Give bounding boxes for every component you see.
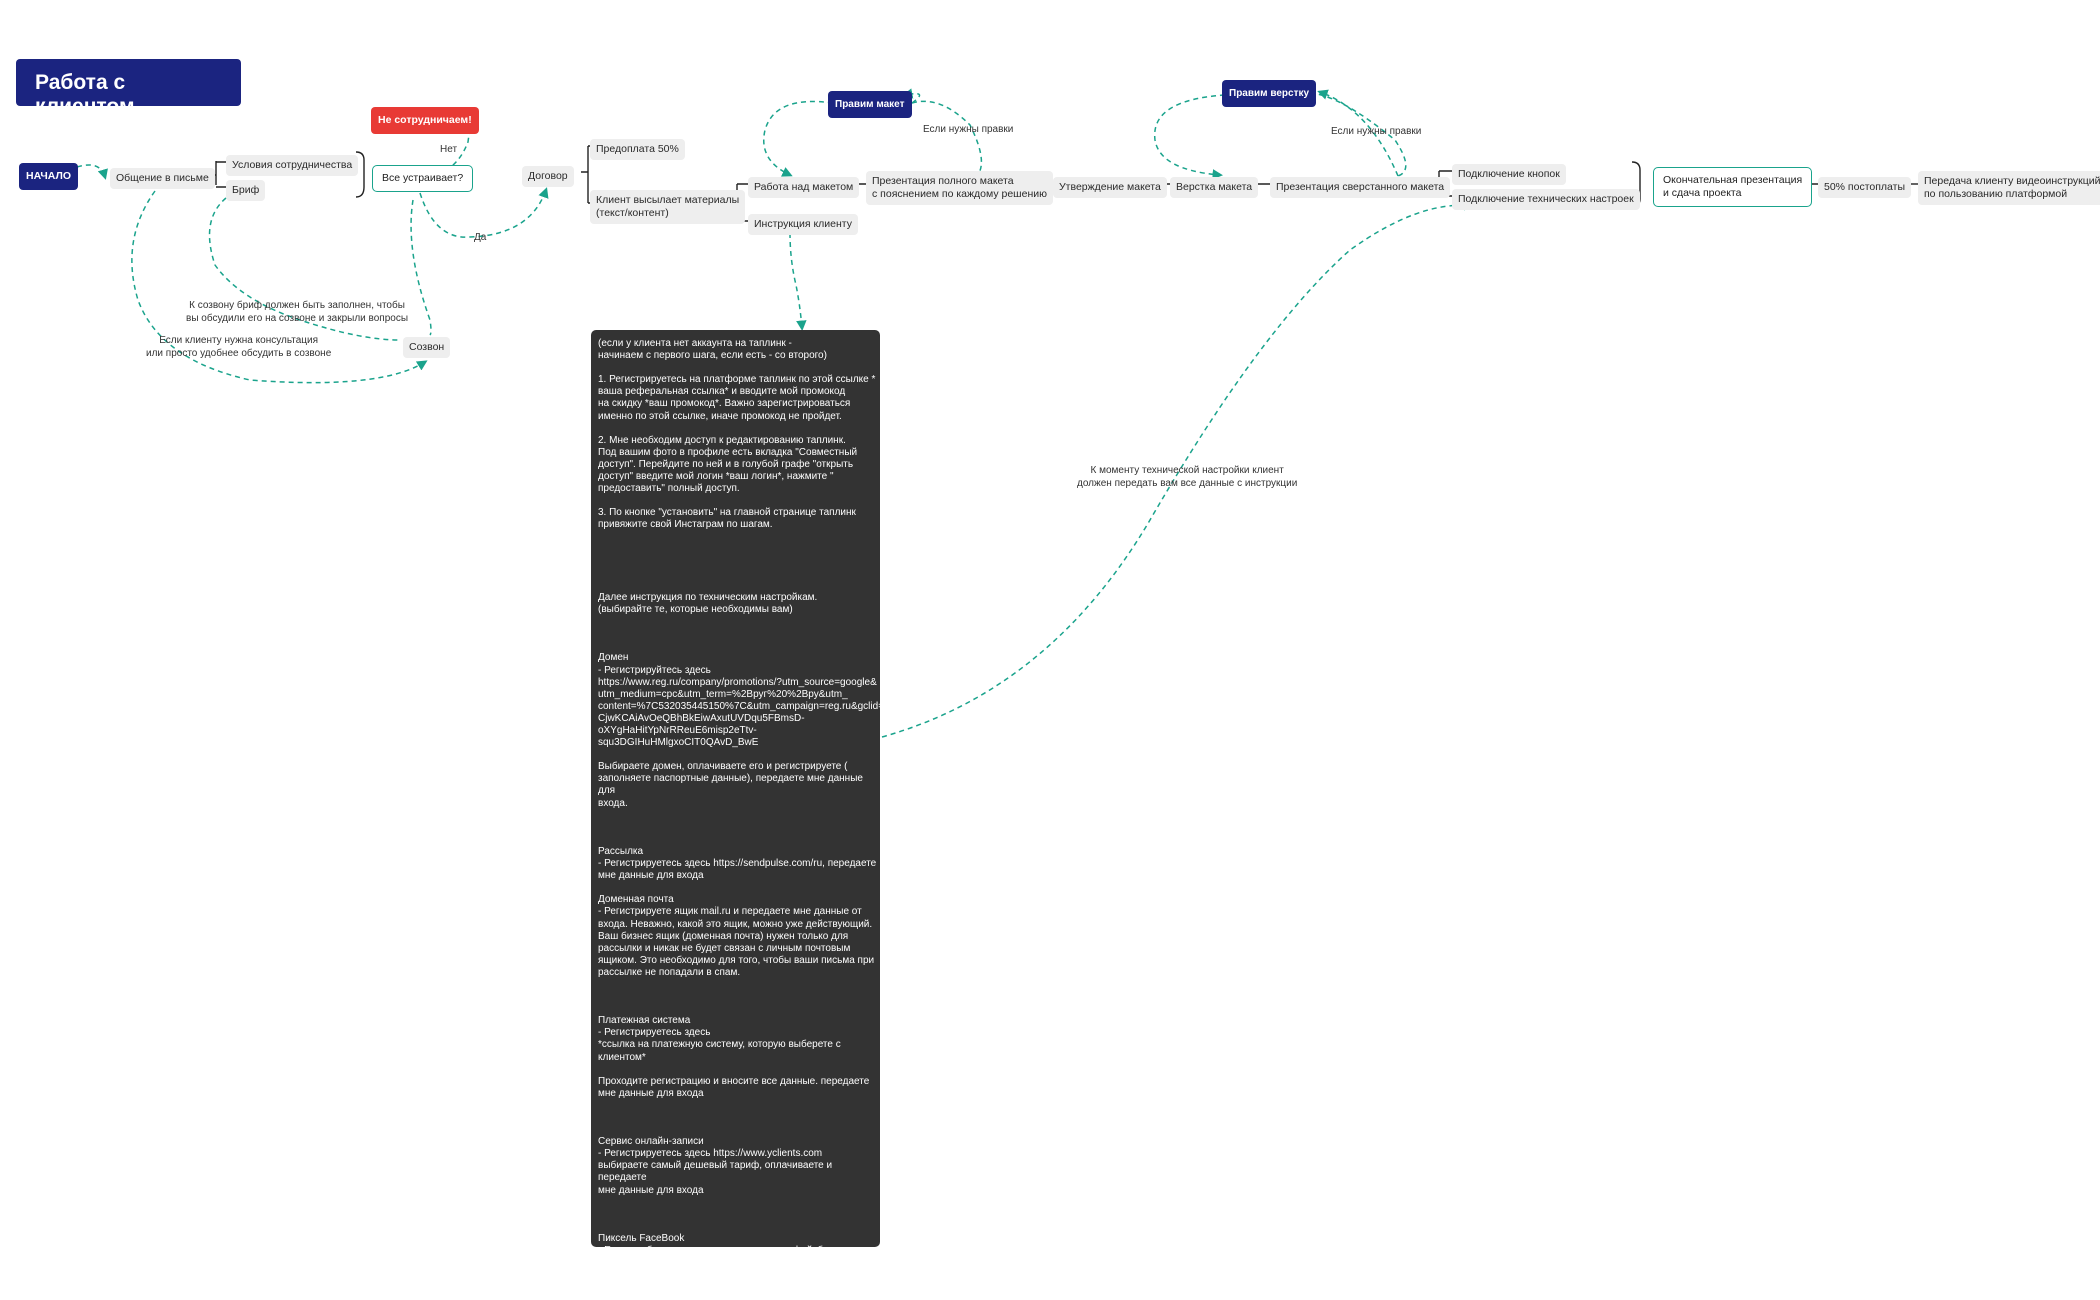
prepay-node[interactable]: Предоплата 50% [590,139,685,160]
materials-node[interactable]: Клиент высылает материалы (текст/контент… [590,190,746,224]
no-cooperation-node[interactable]: Не сотрудничаем! [371,107,479,134]
consult-note: Если клиенту нужна консультация или прос… [146,335,332,359]
no-label: Нет [440,144,458,155]
brief-node[interactable]: Бриф [226,180,266,201]
brief-note: К созвону бриф должен быть заполнен, что… [186,300,409,324]
yes-label: Да [474,232,487,243]
terms-node[interactable]: Условия сотрудничества [226,155,359,176]
letter-node[interactable]: Общение в письме [110,168,215,189]
work-layout-node[interactable]: Работа над макетом [748,177,860,198]
approve-node[interactable]: Утверждение макета [1053,177,1167,198]
markup-presentation-node[interactable]: Презентация сверстанного макета [1270,177,1451,198]
dashed-links [76,88,1475,738]
tech-note: К моменту технической настройки клиент д… [1077,465,1298,489]
instruction-node[interactable]: Инструкция клиенту [748,214,858,235]
instruction-text: (если у клиента нет аккаунта на таплинк … [598,338,885,1281]
need-fix-label-markup: Если нужны правки [1331,126,1422,137]
fix-markup-node[interactable]: Правим верстку [1222,80,1317,107]
need-fix-label-layout: Если нужны правки [923,124,1014,135]
video-node[interactable]: Передача клиенту видеоинструкций по поль… [1918,171,2100,205]
tech-settings-node[interactable]: Подключение технических настроек [1452,189,1640,210]
satisfied-node[interactable]: Все устраивает? [372,165,474,192]
final-node[interactable]: Окончательная презентация и сдача проект… [1653,167,1813,207]
contract-node[interactable]: Договор [522,166,574,187]
start-node[interactable]: НАЧАЛО [19,163,78,190]
markup-node[interactable]: Верстка макета [1170,177,1259,198]
instruction-panel [591,330,880,1247]
page-title: Работа с клиентом [16,59,241,118]
call-node[interactable]: Созвон [403,337,451,358]
postpay-node[interactable]: 50% постоплаты [1818,177,1912,198]
fix-layout-node[interactable]: Правим макет [828,91,912,118]
presentation-node[interactable]: Презентация полного макета с пояснением … [866,171,1053,205]
buttons-node[interactable]: Подключение кнопок [1452,164,1566,185]
